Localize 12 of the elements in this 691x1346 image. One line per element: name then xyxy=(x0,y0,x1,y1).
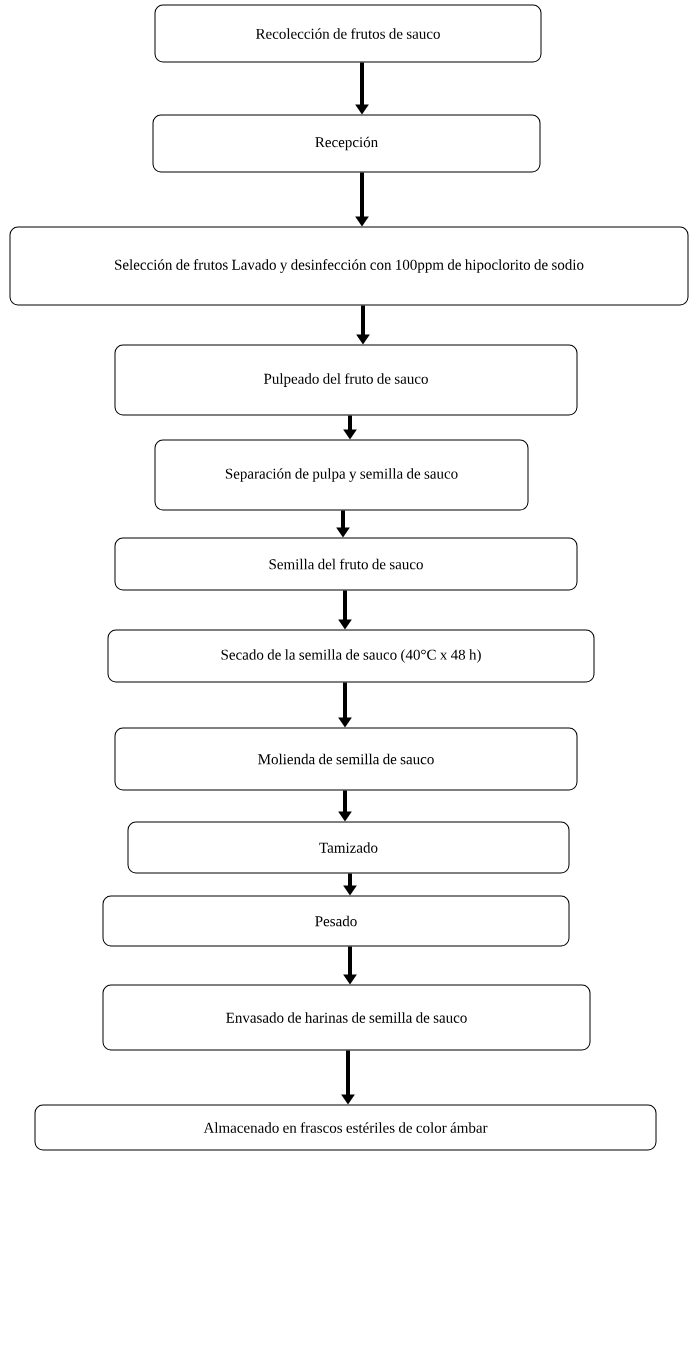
process-box: Separación de pulpa y semilla de sauco xyxy=(154,439,529,511)
process-box: Pulpeado del fruto de sauco xyxy=(114,344,578,416)
process-box: Molienda de semilla de sauco xyxy=(114,727,578,791)
process-box: Selección de frutos Lavado y desinfección con 100ppm de hipoclorito de sodio xyxy=(9,226,689,306)
process-box: Almacenado en frascos estériles de color ámbar xyxy=(34,1104,657,1151)
process-box: Secado de la semilla de sauco (40°C x 48 h) xyxy=(107,629,595,683)
process-box: Pesado xyxy=(102,895,570,947)
process-box: Tamizado xyxy=(127,821,570,874)
process-box: Recolección de frutos de sauco xyxy=(154,4,542,63)
process-box: Envasado de harinas de semilla de sauco xyxy=(102,984,591,1051)
process-box: Semilla del fruto de sauco xyxy=(114,537,578,591)
process-box: Recepción xyxy=(152,114,541,173)
